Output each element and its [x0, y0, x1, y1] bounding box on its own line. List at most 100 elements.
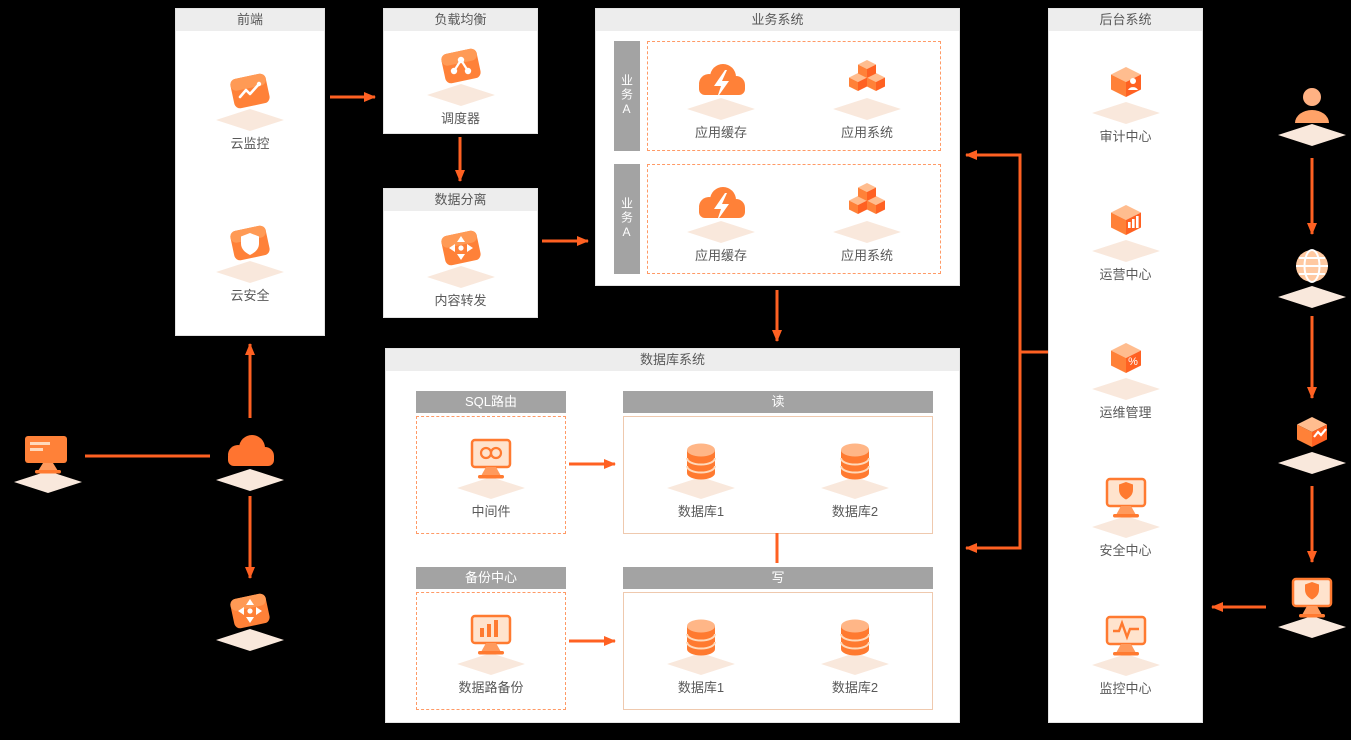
load-balancer-panel-title: 负载均衡 [384, 9, 537, 31]
sql-route-section: SQL路由 中间件 [416, 391, 566, 534]
security-screen-node [1274, 570, 1350, 638]
monitor-center-node: 监控中心 [1088, 608, 1164, 697]
cube-icon [1274, 406, 1350, 474]
write-section-body: 数据库1 数据库2 [623, 592, 933, 710]
database-system-panel: 数据库系统 SQL路由 中间件 读 数据库1 数据库2 [385, 348, 960, 723]
write-section-title: 写 [623, 567, 933, 589]
backend-system-panel-body: 审计中心 运营中心 % 运维管理 安全中心 监控中心 [1049, 31, 1202, 722]
write-database-2-label: 数据库2 [831, 679, 879, 695]
backup-center-section: 备份中心 数据路备份 [416, 567, 566, 710]
app-cache-label: 应用缓存 [694, 124, 747, 140]
forward-node [212, 583, 288, 651]
read-database-1-label: 数据库1 [677, 503, 725, 519]
app-cache-icon [683, 175, 759, 243]
content-forward-label: 内容转发 [434, 292, 487, 308]
scheduler-icon [423, 38, 499, 106]
business-row-2-group: 应用缓存 应用系统 [647, 164, 941, 274]
globe-node [1274, 240, 1350, 308]
business-system-panel: 业务系统 业务A 应用缓存 应用系统 业务A [595, 8, 960, 286]
write-section: 写 数据库1 数据库2 [623, 567, 933, 710]
cloud-monitor-label: 云监控 [230, 135, 270, 151]
cloud-icon [212, 423, 288, 491]
monitor-center-icon [1088, 608, 1164, 677]
sql-route-section-body: 中间件 [416, 416, 566, 534]
cloud-security-icon [212, 215, 288, 283]
read-section: 读 数据库1 数据库2 [623, 391, 933, 534]
data-split-panel-body: 内容转发 [384, 211, 537, 317]
operation-center-icon [1088, 194, 1164, 262]
content-forward-icon [423, 220, 499, 288]
arrow-backend-to-db [965, 352, 1022, 553]
load-balancer-panel-body: 调度器 [384, 31, 537, 133]
write-database-2-node: 数据库2 [817, 607, 893, 696]
data-backup-icon [453, 607, 529, 675]
forward-icon [212, 583, 288, 651]
middleware-label: 中间件 [471, 503, 511, 519]
business-row-2: 业务A 应用缓存 应用系统 [614, 164, 941, 274]
audit-center-node: 审计中心 [1088, 56, 1164, 145]
database-icon [817, 431, 893, 499]
ops-management-icon: % [1088, 332, 1164, 400]
app-system-node: 应用系统 [829, 175, 905, 264]
globe-icon [1274, 240, 1350, 308]
business-row-1-group: 应用缓存 应用系统 [647, 41, 941, 151]
cloud-security-label: 云安全 [230, 287, 270, 303]
scheduler-label: 调度器 [440, 110, 480, 126]
data-backup-label: 数据路备份 [458, 679, 524, 695]
app-cache-icon [683, 52, 759, 120]
cloud-monitor-node: 云监控 [212, 63, 288, 152]
app-cluster-icon [829, 175, 905, 243]
app-cache-label: 应用缓存 [694, 247, 747, 263]
ops-management-label: 运维管理 [1099, 404, 1152, 420]
operation-center-label: 运营中心 [1099, 266, 1152, 282]
monitor-center-label: 监控中心 [1099, 681, 1152, 697]
cloud-gateway-node [212, 423, 288, 491]
app-cluster-icon [829, 52, 905, 120]
content-forward-node: 内容转发 [423, 220, 499, 309]
data-backup-node: 数据路备份 [453, 607, 529, 696]
database-icon [663, 607, 739, 675]
operation-center-node: 运营中心 [1088, 194, 1164, 283]
write-database-1-node: 数据库1 [663, 607, 739, 696]
user-icon [1274, 78, 1350, 146]
arrow-backend-to-business [965, 150, 1048, 354]
read-database-1-node: 数据库1 [663, 431, 739, 520]
read-section-title: 读 [623, 391, 933, 413]
terminal-icon [10, 425, 86, 493]
business-row-1: 业务A 应用缓存 应用系统 [614, 41, 941, 151]
cloud-monitor-icon [212, 63, 288, 131]
security-center-label: 安全中心 [1099, 543, 1152, 559]
middleware-icon [453, 431, 529, 499]
frontend-panel: 前端 云监控 云安全 [175, 8, 325, 336]
business-system-panel-body: 业务A 应用缓存 应用系统 业务A 应用缓 [596, 31, 959, 274]
client-terminal-node [10, 425, 86, 493]
app-system-label: 应用系统 [840, 124, 893, 140]
frontend-panel-body: 云监控 云安全 [176, 31, 324, 335]
read-section-body: 数据库1 数据库2 [623, 416, 933, 534]
backend-system-panel-title: 后台系统 [1049, 9, 1202, 31]
ops-management-node: % 运维管理 [1088, 332, 1164, 421]
middleware-node: 中间件 [453, 431, 529, 520]
security-screen-icon [1274, 570, 1350, 638]
read-database-2-label: 数据库2 [831, 503, 879, 519]
security-center-node: 安全中心 [1088, 470, 1164, 559]
write-database-1-label: 数据库1 [677, 679, 725, 695]
audit-center-icon [1088, 56, 1164, 124]
data-split-panel-title: 数据分离 [384, 189, 537, 211]
cube-node [1274, 406, 1350, 474]
app-system-node: 应用系统 [829, 52, 905, 141]
read-database-2-node: 数据库2 [817, 431, 893, 520]
sql-route-section-title: SQL路由 [416, 391, 566, 413]
database-icon [663, 431, 739, 499]
backend-system-panel: 后台系统 审计中心 运营中心 % 运维管理 安全中心 监控中心 [1048, 8, 1203, 723]
database-system-panel-title: 数据库系统 [386, 349, 959, 371]
frontend-panel-title: 前端 [176, 9, 324, 31]
app-cache-node: 应用缓存 [683, 175, 759, 264]
scheduler-node: 调度器 [423, 38, 499, 127]
database-icon [817, 607, 893, 675]
backup-center-section-title: 备份中心 [416, 567, 566, 589]
app-cache-node: 应用缓存 [683, 52, 759, 141]
backup-center-section-body: 数据路备份 [416, 592, 566, 710]
business-row-2-tab: 业务A [614, 164, 640, 274]
